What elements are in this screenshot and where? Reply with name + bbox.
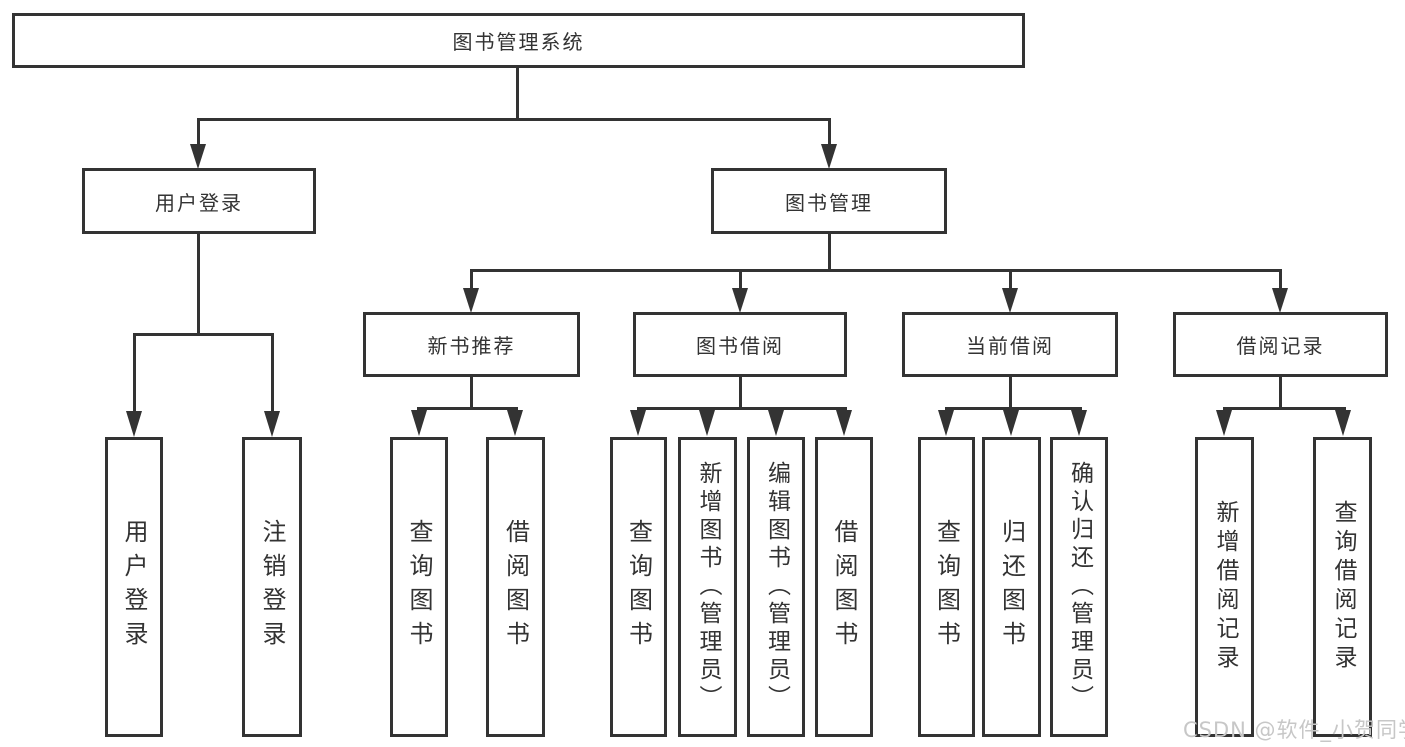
leaf-add-book-admin: 新增图书（管理员） (678, 437, 737, 737)
connector-line (739, 375, 742, 410)
connector-line (739, 269, 742, 291)
leaf-query-book-2-label: 查询图书 (624, 519, 653, 655)
node-borrow-record: 借阅记录 (1173, 312, 1388, 377)
arrowhead-down-icon (836, 410, 852, 436)
leaf-return-book: 归还图书 (982, 437, 1041, 737)
connector-line (1279, 269, 1282, 291)
arrowhead-down-icon (1002, 288, 1018, 313)
arrowhead-down-icon (1335, 410, 1351, 436)
leaf-user-login-label: 用户登录 (120, 519, 148, 655)
watermark: CSDN @软件_小贺同学 (1183, 718, 1405, 742)
connector-line (945, 407, 1082, 410)
connector-line (470, 375, 473, 410)
leaf-query-borrow-record-label: 查询借阅记录 (1330, 500, 1356, 674)
arrowhead-down-icon (190, 144, 206, 169)
leaf-query-borrow-record: 查询借阅记录 (1313, 437, 1372, 737)
leaf-edit-book-admin: 编辑图书（管理员） (747, 437, 805, 737)
connector-line (828, 231, 831, 272)
leaf-add-borrow-record-label: 新增借阅记录 (1212, 500, 1238, 674)
node-new-book-recommend: 新书推荐 (363, 312, 580, 377)
connector-line (197, 118, 200, 147)
connector-line (1223, 407, 1346, 410)
arrowhead-down-icon (411, 410, 427, 436)
connector-line (133, 333, 136, 413)
node-book-borrow: 图书借阅 (633, 312, 847, 377)
leaf-add-book-admin-label: 新增图书（管理员） (695, 461, 721, 713)
arrowhead-down-icon (463, 288, 479, 313)
leaf-return-book-label: 归还图书 (997, 519, 1026, 655)
leaf-logout-label: 注销登录 (258, 519, 286, 655)
connector-line (470, 269, 1282, 272)
connector-line (197, 232, 200, 336)
leaf-add-borrow-record: 新增借阅记录 (1195, 437, 1254, 737)
node-user-login: 用户登录 (82, 168, 316, 234)
connector-line (271, 333, 274, 413)
leaf-query-book-1-label: 查询图书 (405, 519, 433, 655)
node-book-management: 图书管理 (711, 168, 947, 234)
node-root: 图书管理系统 (12, 13, 1025, 68)
connector-line (1009, 375, 1012, 410)
node-current-borrow-label: 当前借阅 (966, 334, 1054, 358)
arrowhead-down-icon (264, 411, 280, 437)
connector-line (828, 118, 831, 147)
leaf-logout: 注销登录 (242, 437, 302, 737)
connector-line (516, 66, 519, 121)
node-book-borrow-label: 图书借阅 (696, 334, 784, 358)
node-borrow-record-label: 借阅记录 (1236, 334, 1325, 358)
connector-line (1279, 375, 1282, 410)
leaf-edit-book-admin-label: 编辑图书（管理员） (763, 461, 790, 713)
arrowhead-down-icon (1003, 410, 1019, 436)
arrowhead-down-icon (821, 144, 837, 169)
arrowhead-down-icon (699, 410, 715, 436)
leaf-confirm-return-admin: 确认归还（管理员） (1050, 437, 1108, 737)
node-new-book-recommend-label: 新书推荐 (427, 334, 516, 358)
connector-line (637, 407, 847, 410)
leaf-query-book-3-label: 查询图书 (932, 519, 961, 655)
arrowhead-down-icon (732, 288, 748, 313)
leaf-borrow-book-1-label: 借阅图书 (501, 519, 530, 655)
connector-line (197, 118, 831, 121)
node-current-borrow: 当前借阅 (902, 312, 1118, 377)
connector-line (470, 269, 473, 291)
node-user-login-label: 用户登录 (155, 190, 243, 215)
connector-line (133, 333, 274, 336)
connector-line (417, 407, 518, 410)
arrowhead-down-icon (1272, 288, 1288, 313)
leaf-borrow-book-1: 借阅图书 (486, 437, 545, 737)
arrowhead-down-icon (1071, 410, 1087, 436)
leaf-borrow-book-2-label: 借阅图书 (830, 519, 858, 655)
arrowhead-down-icon (768, 410, 784, 436)
node-root-label: 图书管理系统 (452, 30, 585, 54)
leaf-confirm-return-admin-label: 确认归还（管理员） (1066, 461, 1093, 713)
arrowhead-down-icon (630, 410, 646, 436)
leaf-query-book-2: 查询图书 (610, 437, 667, 737)
node-book-management-label: 图书管理 (785, 190, 873, 215)
leaf-user-login: 用户登录 (105, 437, 163, 737)
arrowhead-down-icon (126, 411, 142, 437)
arrowhead-down-icon (507, 410, 523, 436)
leaf-query-book-3: 查询图书 (918, 437, 975, 737)
connector-line (1009, 269, 1012, 291)
leaf-borrow-book-2: 借阅图书 (815, 437, 873, 737)
leaf-query-book-1: 查询图书 (390, 437, 448, 737)
arrowhead-down-icon (1216, 410, 1232, 436)
arrowhead-down-icon (938, 410, 954, 436)
